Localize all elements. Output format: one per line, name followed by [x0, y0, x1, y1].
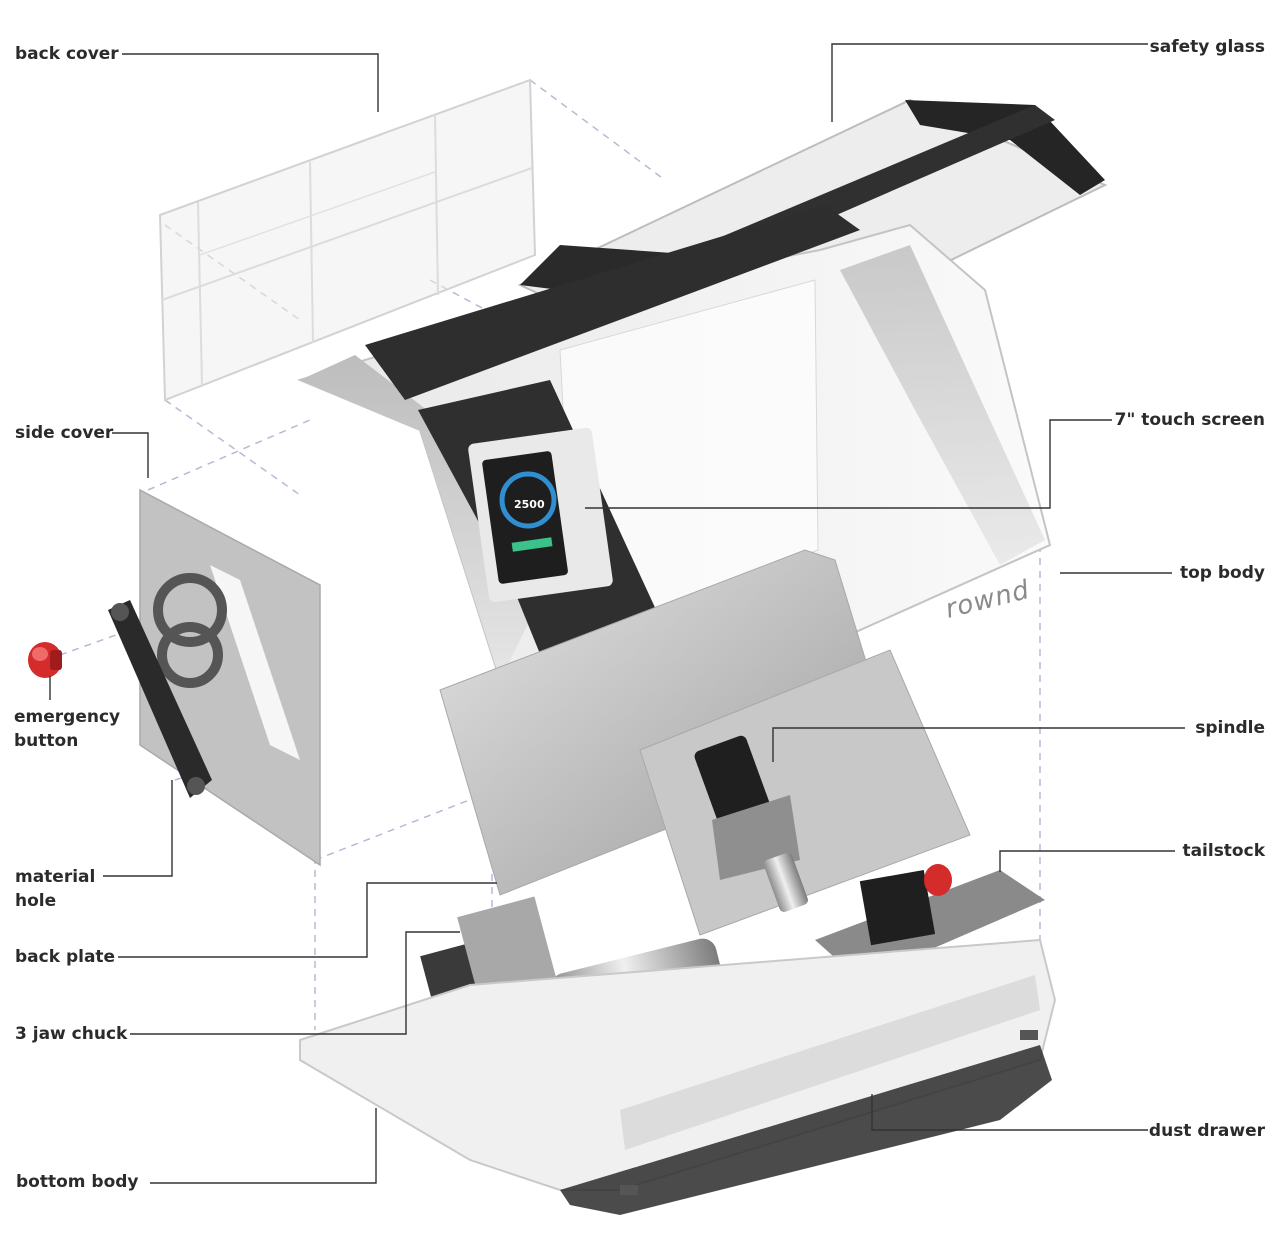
label-top-body: top body — [1180, 563, 1265, 583]
label-touch-screen: 7" touch screen — [1114, 410, 1265, 430]
leader-lines — [49, 43, 1185, 1184]
label-emergency-button: emergency button — [14, 707, 121, 751]
label-back-plate: back plate — [15, 947, 116, 967]
top-body-part: 2500 rownd — [297, 205, 1052, 762]
bottom-body-part — [299, 938, 1057, 1215]
label-side-cover: side cover — [15, 423, 114, 443]
material-hole-bracket — [108, 600, 212, 798]
spindle-part — [694, 735, 808, 912]
label-dust-drawer: dust drawer — [1148, 1121, 1265, 1141]
label-spindle: spindle — [1195, 718, 1265, 738]
emergency-button-part — [28, 642, 62, 678]
back-cover-part — [158, 78, 537, 402]
label-bottom-body: bottom body — [16, 1172, 139, 1192]
label-safety-glass: safety glass — [1149, 37, 1265, 57]
screen-readout: 2500 — [514, 498, 545, 511]
label-tailstock: tailstock — [1182, 841, 1265, 861]
label-back-cover: back cover — [15, 44, 119, 64]
label-material-hole: material hole — [15, 867, 96, 911]
label-3-jaw-chuck: 3 jaw chuck — [15, 1024, 128, 1044]
side-cover-part — [139, 488, 321, 867]
